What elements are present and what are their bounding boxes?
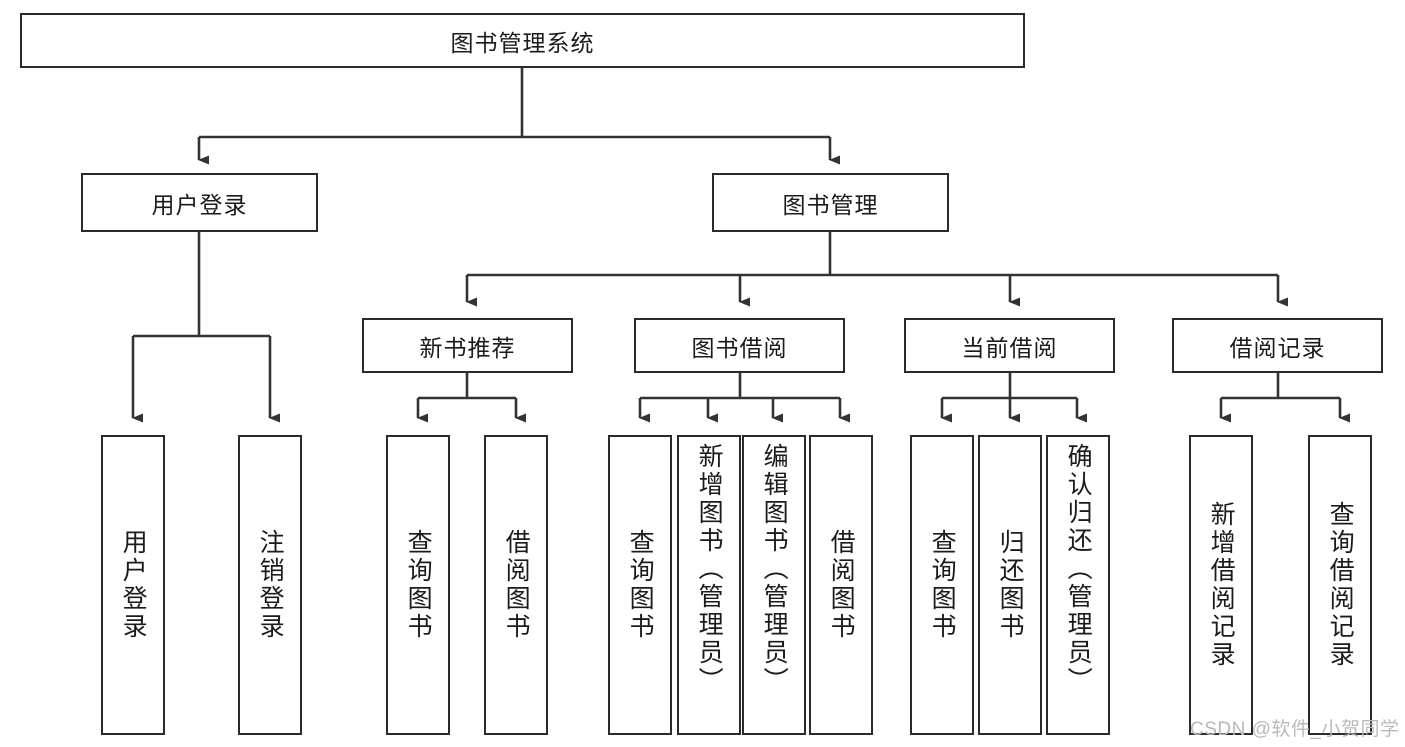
node-leaf-query-book-1[interactable]: 查询图书	[386, 435, 450, 735]
node-root[interactable]: 图书管理系统	[20, 13, 1025, 68]
node-book-borrow[interactable]: 图书借阅	[634, 318, 845, 373]
node-leaf-logout[interactable]: 注销登录	[238, 435, 302, 735]
node-user-login[interactable]: 用户登录	[81, 173, 318, 232]
node-leaf-return-book-label: 归还图书	[996, 529, 1025, 641]
node-book-borrow-label: 图书借阅	[691, 334, 788, 361]
node-leaf-add-book[interactable]: 新增图书（管理员）	[677, 435, 741, 735]
node-leaf-query-book-3-label: 查询图书	[928, 529, 957, 641]
node-leaf-edit-book[interactable]: 编辑图书（管理员）	[742, 435, 806, 735]
node-book-manage[interactable]: 图书管理	[712, 173, 949, 232]
node-leaf-add-record-label: 新增借阅记录	[1207, 501, 1236, 669]
node-root-label: 图书管理系统	[450, 29, 595, 56]
node-leaf-query-record[interactable]: 查询借阅记录	[1308, 435, 1372, 735]
csdn-watermark: CSDN @软件_小贺同学	[1190, 719, 1400, 740]
node-current-borrow[interactable]: 当前借阅	[904, 318, 1115, 373]
node-leaf-borrow-book-2[interactable]: 借阅图书	[809, 435, 873, 735]
node-leaf-confirm-return[interactable]: 确认归还（管理员）	[1046, 435, 1110, 735]
node-book-manage-label: 图书管理	[782, 191, 879, 218]
node-leaf-query-book-1-label: 查询图书	[404, 529, 433, 641]
node-new-book-recommend[interactable]: 新书推荐	[362, 318, 573, 373]
node-current-borrow-label: 当前借阅	[961, 334, 1058, 361]
node-leaf-edit-book-label: 编辑图书（管理员）	[760, 443, 789, 695]
node-leaf-add-book-label: 新增图书（管理员）	[695, 443, 724, 695]
node-leaf-borrow-book-1-label: 借阅图书	[502, 529, 531, 641]
node-user-login-label: 用户登录	[151, 191, 248, 218]
node-leaf-borrow-book-1[interactable]: 借阅图书	[484, 435, 548, 735]
node-new-book-recommend-label: 新书推荐	[419, 334, 516, 361]
node-leaf-query-book-3[interactable]: 查询图书	[910, 435, 974, 735]
node-leaf-user-login-label: 用户登录	[119, 529, 148, 641]
node-leaf-query-book-2[interactable]: 查询图书	[608, 435, 672, 735]
node-leaf-user-login[interactable]: 用户登录	[101, 435, 165, 735]
node-leaf-query-record-label: 查询借阅记录	[1326, 501, 1355, 669]
node-leaf-borrow-book-2-label: 借阅图书	[827, 529, 856, 641]
node-leaf-add-record[interactable]: 新增借阅记录	[1189, 435, 1253, 735]
node-borrow-record-label: 借阅记录	[1229, 334, 1326, 361]
node-leaf-confirm-return-label: 确认归还（管理员）	[1064, 443, 1093, 695]
node-leaf-query-book-2-label: 查询图书	[626, 529, 655, 641]
node-leaf-logout-label: 注销登录	[256, 529, 285, 641]
node-leaf-return-book[interactable]: 归还图书	[978, 435, 1042, 735]
node-borrow-record[interactable]: 借阅记录	[1172, 318, 1383, 373]
